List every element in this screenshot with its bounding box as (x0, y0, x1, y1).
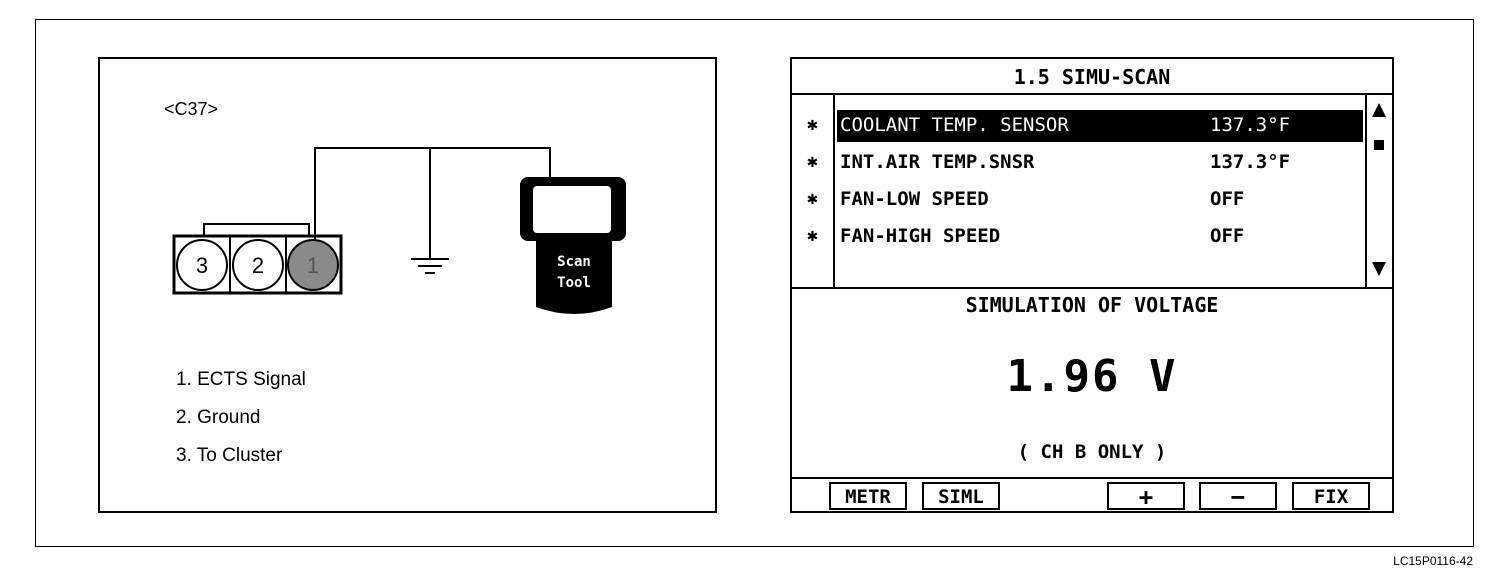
screen-title: 1.5 SIMU-SCAN (792, 59, 1392, 95)
simulation-panel: SIMULATION OF VOLTAGE 1.96 V ( CH B ONLY… (792, 287, 1392, 479)
wiring-diagram: 3 2 1 Scan Tool (172, 147, 626, 314)
siml-button[interactable]: SIML (922, 482, 1000, 510)
selection-highlight (837, 110, 1363, 142)
ground-icon (411, 258, 449, 274)
parameter-name: INT.AIR TEMP.SNSR (840, 151, 1035, 173)
function-key-bar: METR SIML + − FIX (792, 477, 1392, 513)
parameter-name: FAN-HIGH SPEED (840, 225, 1001, 247)
signal-wire (314, 147, 551, 240)
scroll-thumb[interactable] (1374, 140, 1384, 150)
scan-tool-icon (520, 177, 626, 314)
parameter-value: 137.3°F (1210, 114, 1291, 136)
list-item[interactable]: ✱ INT.AIR TEMP.SNSR 137.3°F (792, 147, 1365, 179)
scan-tool-screen: 1.5 SIMU-SCAN ✱ COOLANT TEMP. SENSOR 137… (790, 57, 1394, 513)
marker-icon: ✱ (807, 225, 818, 246)
list-divider (833, 95, 835, 287)
minus-button[interactable]: − (1199, 482, 1277, 510)
parameter-value: OFF (1210, 225, 1245, 247)
parameter-value: OFF (1210, 188, 1245, 210)
legend-item: 3. To Cluster (176, 445, 283, 466)
figure-frame (35, 19, 1474, 547)
simulation-note: ( CH B ONLY ) (1017, 441, 1167, 463)
marker-icon: ✱ (807, 188, 818, 209)
scroll-up-icon[interactable] (1372, 103, 1386, 117)
pin-2-label: 2 (252, 253, 264, 278)
pin-1-label: 1 (307, 253, 319, 278)
parameter-name: COOLANT TEMP. SENSOR (840, 114, 1069, 136)
jumper-bracket (203, 223, 310, 237)
connector-id: <C37> (164, 99, 219, 119)
pin-3-label: 3 (196, 253, 208, 278)
list-item[interactable]: ✱ FAN-HIGH SPEED OFF (792, 221, 1365, 253)
pin-legend: 1. ECTS Signal 2. Ground 3. To Cluster (176, 361, 306, 475)
plus-button[interactable]: + (1107, 482, 1185, 510)
wiring-diagram-panel: <C37> 3 2 1 Scan Tool 1. ECTS Sig (98, 57, 717, 513)
marker-icon: ✱ (807, 114, 818, 135)
scroll-down-icon[interactable] (1372, 262, 1386, 276)
pin-2 (232, 239, 284, 291)
scrollbar-divider (1365, 95, 1367, 287)
marker-icon: ✱ (807, 151, 818, 172)
list-item[interactable]: ✱ FAN-LOW SPEED OFF (792, 184, 1365, 216)
figure-reference-code: LC15P0116-42 (1393, 554, 1473, 568)
legend-item: 2. Ground (176, 407, 261, 428)
pin-3 (176, 239, 228, 291)
scan-tool-label: Scan (557, 254, 591, 270)
parameter-list[interactable]: ✱ COOLANT TEMP. SENSOR 137.3°F ✱ INT.AIR… (792, 95, 1392, 287)
fix-button[interactable]: FIX (1292, 482, 1370, 510)
list-item[interactable]: ✱ COOLANT TEMP. SENSOR 137.3°F (792, 110, 1365, 142)
legend-item: 1. ECTS Signal (176, 369, 306, 390)
metr-button[interactable]: METR (829, 482, 907, 510)
parameter-name: FAN-LOW SPEED (840, 188, 989, 210)
pin-1 (287, 239, 339, 291)
simulation-title: SIMULATION OF VOLTAGE (965, 293, 1219, 317)
scan-tool-label: Tool (557, 275, 591, 291)
parameter-value: 137.3°F (1210, 151, 1291, 173)
simulation-value: 1.96 V (1006, 351, 1178, 402)
